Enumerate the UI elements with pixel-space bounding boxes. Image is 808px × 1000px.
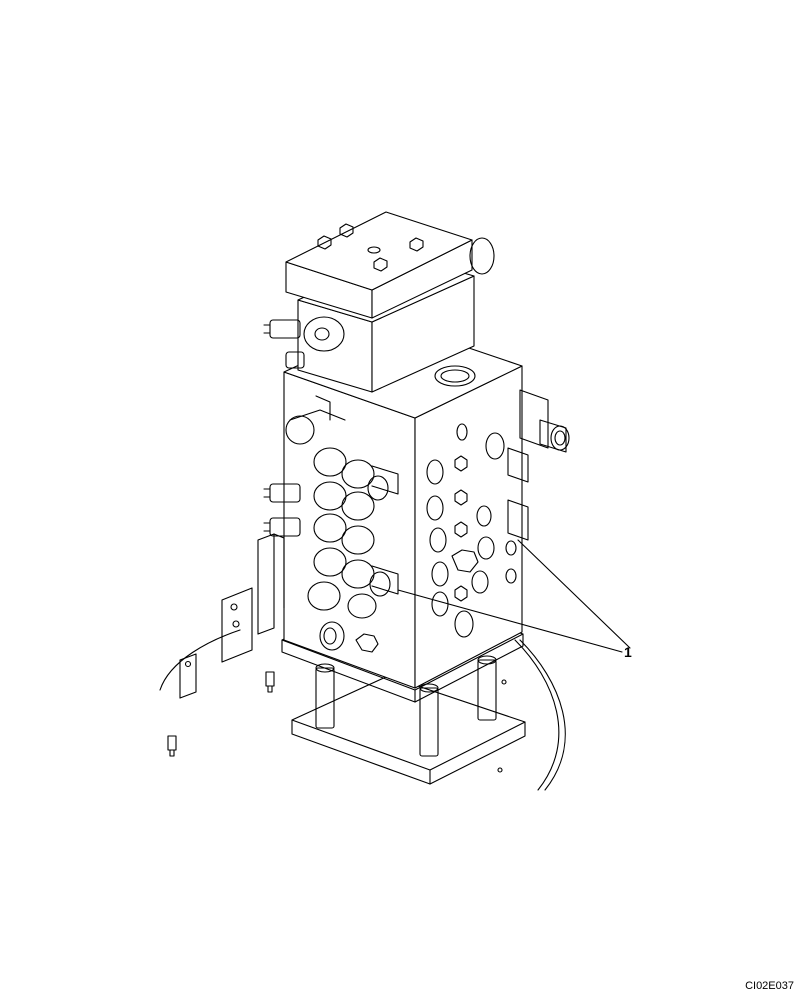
cap-bolt bbox=[318, 224, 423, 271]
pipe-fitting bbox=[508, 390, 569, 540]
reference-dot bbox=[498, 680, 506, 772]
bracket bbox=[222, 534, 284, 662]
screw bbox=[168, 672, 274, 756]
mounting-base-plate bbox=[292, 676, 525, 784]
harness-wire bbox=[160, 630, 565, 790]
valve-port bbox=[427, 424, 516, 637]
clamp-plate bbox=[180, 654, 196, 698]
plug-bolt bbox=[452, 456, 494, 601]
relief-valve-block bbox=[286, 212, 494, 392]
spool-cap bbox=[286, 317, 378, 652]
spool-cylinder bbox=[290, 396, 398, 596]
solenoid-connector bbox=[264, 320, 304, 536]
callout-label-1: 1 bbox=[624, 644, 632, 660]
leader-line bbox=[398, 540, 630, 652]
figure-code: CI02E037 bbox=[745, 980, 794, 992]
